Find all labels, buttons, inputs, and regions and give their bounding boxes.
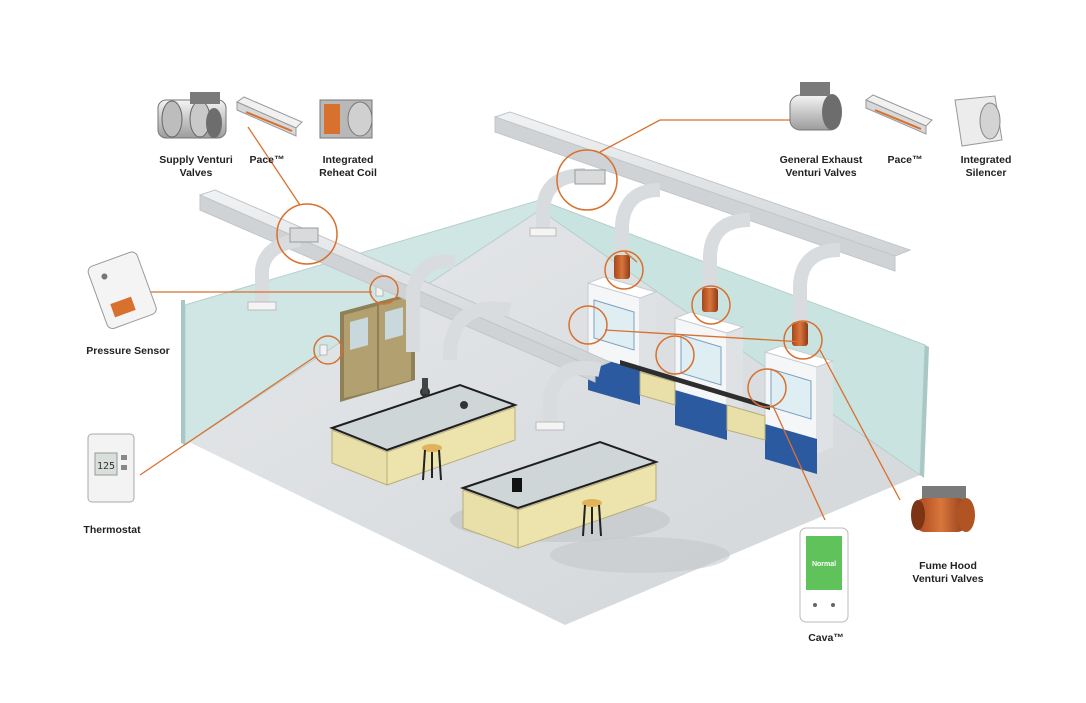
supply-duct-valve [289, 227, 319, 243]
callout-hood-2 [691, 285, 731, 325]
label-cava: Cava™ [798, 632, 854, 645]
double-door [340, 292, 415, 402]
pressure-sensor-icon [87, 251, 157, 329]
callout-hood-3 [783, 320, 823, 360]
diffuser [247, 301, 277, 311]
label-line: Integrated [322, 154, 374, 166]
fume-hood-2 [673, 311, 745, 440]
label-line: Venturi Valves [912, 573, 984, 585]
fume-hood-valve-icon [911, 486, 975, 532]
general-exhaust-valve-icon [789, 82, 842, 131]
callout-lines [139, 119, 901, 521]
callout-hood-1 [604, 250, 644, 290]
wall-counter-top [620, 360, 770, 410]
label-line: Reheat Coil [319, 167, 377, 179]
label-line: Thermostat [83, 524, 141, 536]
label-supply-venturi-valves: Supply Venturi Valves [150, 154, 242, 180]
thermostat-icon: 125 [87, 433, 135, 503]
hood-valve [792, 322, 808, 346]
cava-display-icon: Normal [799, 527, 849, 623]
label-general-exhaust-valves: General Exhaust Venturi Valves [772, 154, 870, 180]
callout-cava-3 [747, 368, 787, 408]
stool [582, 499, 602, 537]
label-pace-right: Pace™ [880, 154, 930, 167]
lab-bench-1 [329, 378, 518, 486]
exhaust-duct-valve [574, 169, 606, 185]
label-integrated-silencer: Integrated Silencer [948, 154, 1024, 180]
reheat-coil-icon [319, 99, 373, 139]
fume-hood-3 [763, 345, 835, 474]
hood-valve [614, 255, 630, 279]
integrated-silencer-icon [954, 95, 1003, 147]
callout-exhaust-valve [556, 149, 618, 211]
label-pace-left: Pace™ [242, 154, 292, 167]
fume-hood-1 [586, 276, 658, 405]
supply-drop [443, 301, 512, 360]
label-line: Fume Hood [919, 560, 977, 572]
label-fume-hood-valves: Fume Hood Venturi Valves [898, 560, 998, 586]
callout-cava-1 [568, 305, 608, 345]
label-pressure-sensor: Pressure Sensor [76, 345, 180, 358]
label-line: Venturi Valves [785, 167, 857, 179]
callout-cava-2 [655, 335, 695, 375]
right-wall-edge [920, 345, 929, 478]
label-thermostat: Thermostat [70, 524, 154, 537]
exhaust-duct [493, 111, 912, 272]
label-line: Valves [179, 167, 213, 179]
callout-pressure-sensor [369, 275, 399, 305]
hood-valve [702, 288, 718, 312]
cava-screen-title: Normal [812, 561, 836, 568]
callout-thermostat [313, 335, 343, 365]
label-line: Integrated [960, 154, 1012, 166]
diffuser [535, 421, 565, 431]
label-line: Pace™ [887, 154, 923, 166]
left-wall-edge [181, 300, 185, 445]
supply-venturi-valve-icon [157, 92, 227, 139]
floor-shadow [550, 537, 730, 573]
label-line: Silencer [965, 167, 1007, 179]
supply-drop [406, 254, 456, 352]
pace-controller-icon [864, 94, 933, 135]
pace-controller-icon [235, 96, 303, 137]
label-line: Pressure Sensor [86, 345, 170, 357]
exhaust-drop [615, 183, 661, 270]
wall-thermostat [319, 344, 328, 356]
label-line: Pace™ [249, 154, 285, 166]
label-integrated-reheat-coil: Integrated Reheat Coil [308, 154, 388, 180]
callout-supply-valve [276, 203, 338, 265]
exhaust-drop [793, 243, 841, 320]
stool [422, 444, 442, 481]
label-line: General Exhaust [779, 154, 863, 166]
wall-counter [639, 371, 676, 406]
exhaust-grille [529, 227, 557, 237]
label-line: Cava™ [808, 632, 844, 644]
supply-drop [543, 361, 602, 425]
wall-counter [726, 404, 766, 441]
label-line: Supply Venturi [159, 154, 233, 166]
thermostat-display: 125 [97, 461, 115, 472]
callouts [276, 149, 823, 408]
exhaust-drop [703, 213, 751, 290]
